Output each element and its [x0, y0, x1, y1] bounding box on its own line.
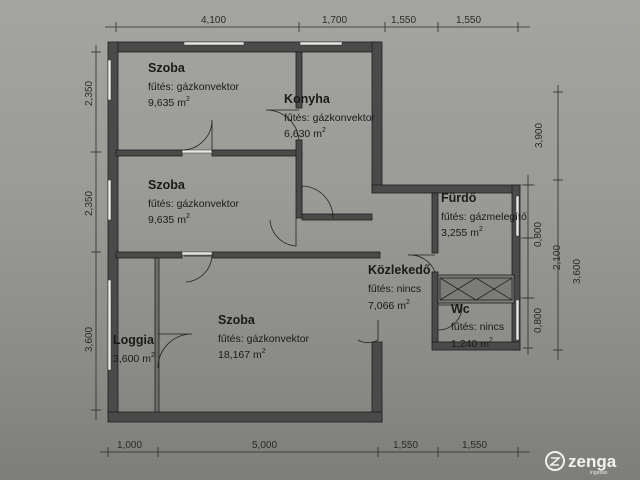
- dim-top-1: 4,100: [201, 15, 226, 26]
- room-kozlekedo: Közlekedő fűtés: nincs 7,066 m2: [368, 263, 431, 312]
- room-name: Konyha: [284, 92, 331, 106]
- dim-bottom-4: 1,550: [462, 440, 487, 451]
- room-heating: fűtés: gázkonvektor: [284, 112, 376, 124]
- room-name: Szoba: [148, 178, 186, 192]
- walls: [107, 41, 521, 423]
- room-wc: Wc fűtés: nincs 1,240 m2: [451, 302, 504, 350]
- door-konyha: [265, 109, 300, 141]
- dim-left-3: 3,600: [84, 327, 95, 352]
- room-name: Közlekedő: [368, 263, 431, 277]
- room-heating: fűtés: gázmelegítő: [441, 211, 527, 223]
- room-heating: fűtés: gázkonvektor: [218, 333, 310, 345]
- dim-top-3: 1,550: [391, 15, 416, 26]
- room-area: 3,600 m2: [113, 352, 155, 365]
- room-name: Szoba: [148, 61, 186, 75]
- room-heating: fűtés: nincs: [368, 283, 421, 295]
- dim-right-inner-3: 0,800: [533, 308, 544, 333]
- room-szoba2: Szoba fűtés: gázkonvektor 9,635 m2: [148, 178, 240, 226]
- room-name: Loggia: [113, 333, 155, 347]
- dim-top-2: 1,700: [322, 15, 347, 26]
- zenga-watermark: zenga ingatlan: [545, 451, 617, 476]
- door-szoba3: [184, 255, 213, 283]
- room-name: Wc: [451, 302, 470, 316]
- zenga-logo-text: zenga: [568, 452, 617, 471]
- dim-top-4: 1,550: [456, 15, 481, 26]
- door-furdo: [407, 254, 436, 273]
- room-area: 9,635 m2: [148, 213, 190, 226]
- room-heating: fűtés: gázkonvektor: [148, 198, 240, 210]
- dim-right-inner-2: 2,100: [552, 245, 563, 270]
- zenga-logo-tagline: ingatlan: [590, 470, 608, 476]
- door-kozlekedo-kitchen: [301, 185, 334, 219]
- dim-right-outer-2: 3,600: [572, 259, 583, 284]
- dim-bottom-1: 1,000: [117, 440, 142, 451]
- room-heating: fűtés: nincs: [451, 321, 504, 333]
- door-szoba1: [181, 119, 213, 152]
- room-area: 18,167 m2: [218, 348, 266, 361]
- dim-left-1: 2,350: [84, 81, 95, 106]
- room-konyha: Konyha fűtés: gázkonvektor 6,630 m2: [284, 92, 376, 140]
- room-heating: fűtés: gázkonvektor: [148, 81, 240, 93]
- room-area: 6,630 m2: [284, 127, 326, 140]
- dim-bottom-3: 1,550: [393, 440, 418, 451]
- dimension-labels: 4,100 1,700 1,550 1,550 1,000 5,000 1,55…: [84, 15, 583, 451]
- door-main: [357, 320, 379, 344]
- service-shaft: [439, 277, 513, 301]
- room-area: 9,635 m2: [148, 96, 190, 109]
- room-furdo: Fürdő fűtés: gázmelegítő 3,255 m2: [441, 191, 527, 239]
- zenga-logo-icon: [545, 451, 565, 471]
- dim-left-2: 2,350: [84, 191, 95, 216]
- dim-bottom-2: 5,000: [252, 440, 277, 451]
- dimension-lines: [91, 22, 563, 457]
- doors: [157, 109, 463, 369]
- door-loggia: [157, 333, 193, 369]
- room-area: 3,255 m2: [441, 226, 483, 239]
- room-szoba3: Szoba fűtés: gázkonvektor 18,167 m2: [218, 313, 310, 361]
- door-wc: [437, 304, 463, 331]
- room-loggia: Loggia 3,600 m2: [113, 333, 155, 365]
- room-szoba1: Szoba fűtés: gázkonvektor 9,635 m2: [148, 61, 240, 109]
- room-name: Fürdő: [441, 191, 477, 205]
- door-szoba2: [269, 218, 297, 247]
- windows: [107, 41, 520, 371]
- room-area: 1,240 m2: [451, 337, 493, 350]
- room-area: 7,066 m2: [368, 299, 410, 312]
- room-name: Szoba: [218, 313, 256, 327]
- dim-right-outer-1: 3,900: [534, 123, 545, 148]
- dim-right-inner-1: 0,800: [533, 222, 544, 247]
